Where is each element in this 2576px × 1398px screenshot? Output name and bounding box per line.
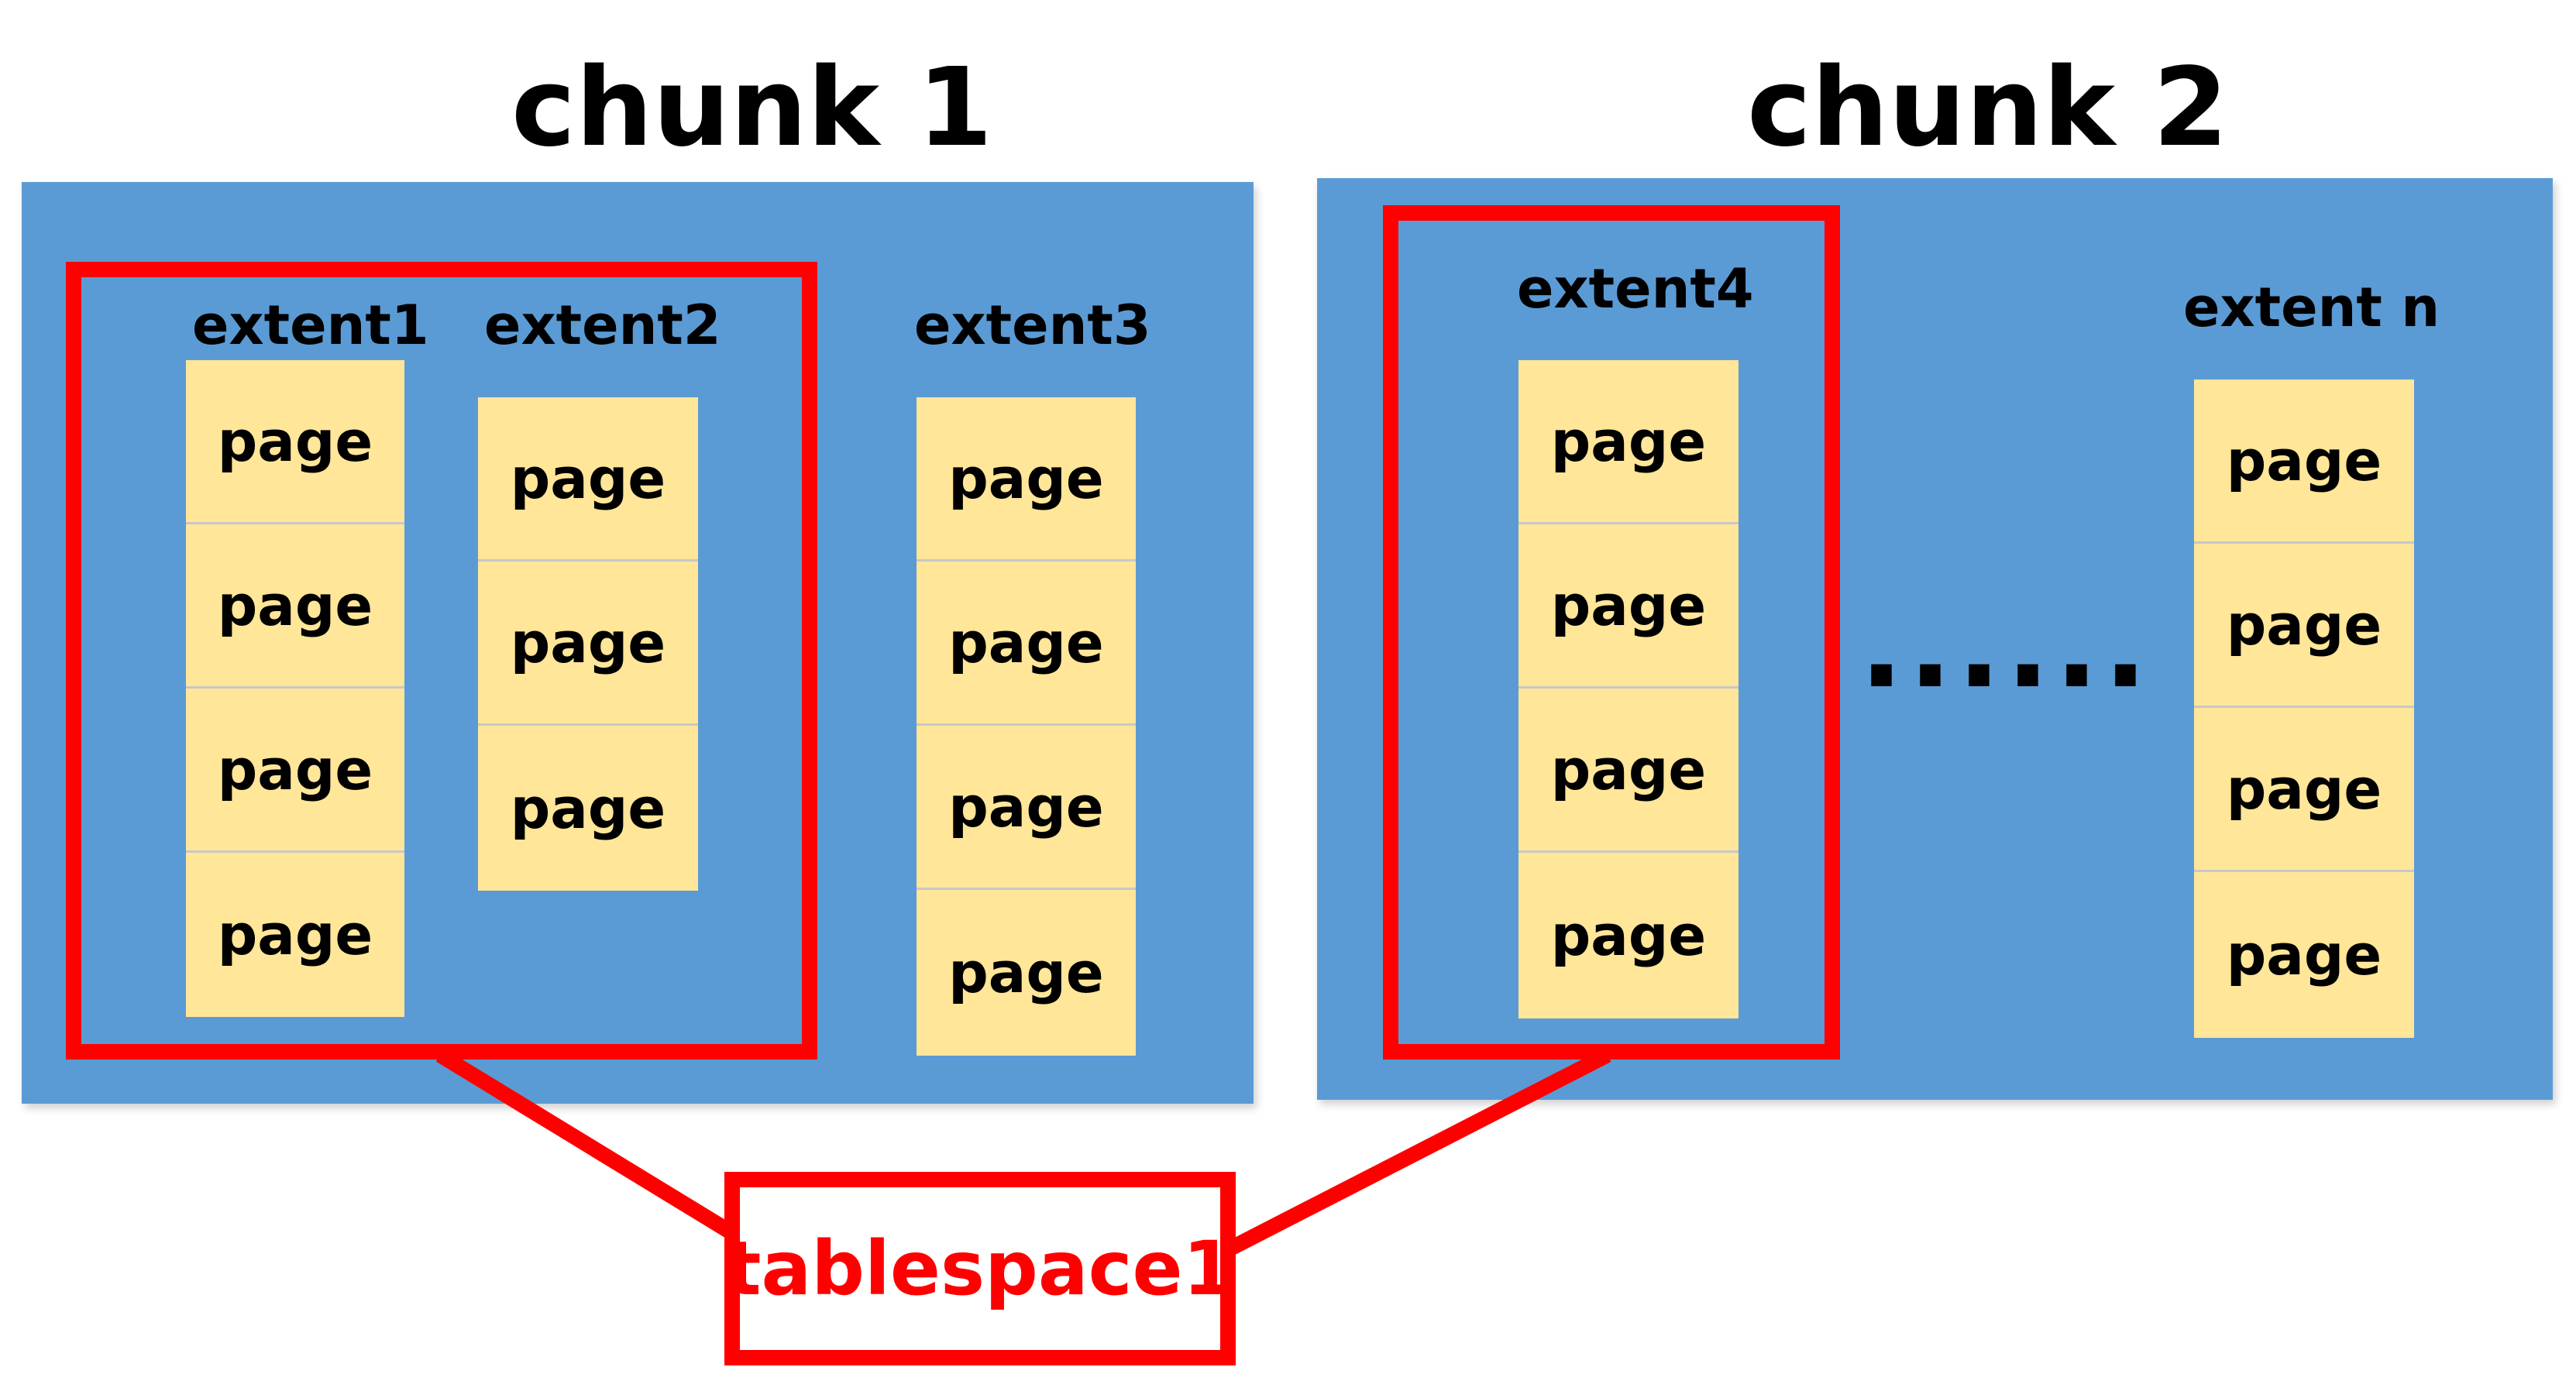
extent-label: extent3 — [914, 294, 1151, 357]
page-block: page — [2194, 872, 2414, 1038]
tablespace-label-box: tablespace1 — [724, 1172, 1236, 1365]
page-block: page — [186, 853, 404, 1017]
extent-3: page page page page — [917, 397, 1136, 1056]
extent-label: extent n — [2183, 276, 2440, 339]
page-block: page — [2194, 544, 2414, 708]
page-block: page — [2194, 708, 2414, 872]
extent-n: page page page page — [2194, 380, 2414, 1038]
tablespace-highlight-chunk-2 — [1383, 205, 1840, 1060]
page-block: page — [478, 397, 698, 562]
page-block: page — [917, 397, 1136, 562]
page-block: page — [2194, 380, 2414, 544]
tablespace-highlight-chunk-1 — [66, 262, 817, 1060]
extent-1: page page page page — [186, 360, 404, 1018]
chunk-2-title: chunk 2 — [1747, 45, 2229, 171]
chunk-1-title: chunk 1 — [511, 45, 993, 171]
ellipsis: ...... — [1859, 579, 2152, 714]
page-block: page — [917, 890, 1136, 1056]
page-block: page — [186, 524, 404, 689]
page-block: page — [1518, 524, 1739, 689]
page-block: page — [1518, 853, 1739, 1018]
extent-label: extent1 — [192, 294, 429, 357]
connector-line-left — [435, 1048, 737, 1240]
connector-line-right — [1226, 1048, 1611, 1255]
page-block: page — [1518, 360, 1739, 524]
extent-4: page page page page — [1518, 360, 1739, 1018]
page-block: page — [186, 689, 404, 853]
tablespace-label: tablespace1 — [725, 1225, 1235, 1312]
page-block: page — [917, 726, 1136, 890]
extent-label: extent4 — [1517, 257, 1754, 321]
page-block: page — [478, 726, 698, 891]
page-block: page — [1518, 689, 1739, 853]
extent-2: page page page — [478, 397, 698, 891]
page-block: page — [917, 562, 1136, 726]
extent-label: extent2 — [484, 294, 721, 357]
page-block: page — [478, 562, 698, 726]
page-block: page — [186, 360, 404, 524]
